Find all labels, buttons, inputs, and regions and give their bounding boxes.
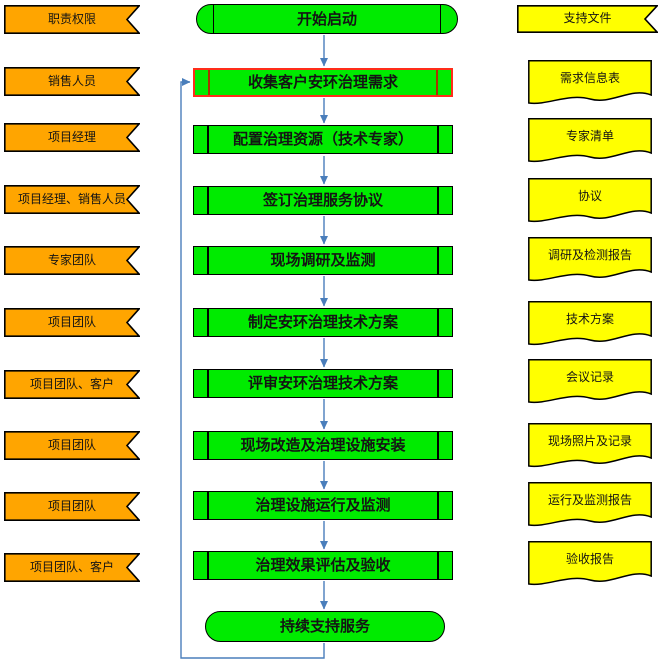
document-label: 验收报告 bbox=[565, 552, 614, 567]
banner-shape bbox=[4, 5, 140, 34]
document-outline bbox=[528, 423, 652, 468]
step-label: 治理效果评估及验收 bbox=[255, 556, 391, 575]
step-label: 签订治理服务协议 bbox=[262, 191, 383, 210]
end-node: 持续支持服务 bbox=[205, 611, 445, 642]
document-outline bbox=[528, 237, 652, 282]
step-label: 现场调研及监测 bbox=[270, 251, 376, 270]
process-step: 现场改造及治理设施安装 bbox=[193, 431, 453, 460]
document-shape: 会议记录 bbox=[528, 359, 652, 405]
document-shape: 调研及检测报告 bbox=[528, 237, 652, 283]
process-step: 治理效果评估及验收 bbox=[193, 551, 453, 580]
banner-shape bbox=[4, 308, 140, 337]
document-outline bbox=[528, 541, 652, 586]
role-banner: 专家团队 bbox=[4, 246, 140, 275]
document-outline bbox=[528, 359, 652, 404]
role-banner: 项目经理 bbox=[4, 123, 140, 152]
role-label: 项目经理 bbox=[47, 129, 96, 144]
step-label: 现场改造及治理设施安装 bbox=[240, 436, 406, 455]
document-shape: 运行及监测报告 bbox=[528, 482, 652, 528]
role-banner: 销售人员 bbox=[4, 67, 140, 96]
process-step: 签订治理服务协议 bbox=[193, 186, 453, 215]
role-banner: 项目团队、客户 bbox=[4, 553, 140, 582]
role-label: 项目团队 bbox=[47, 498, 96, 513]
document-label: 协议 bbox=[577, 189, 602, 204]
banner-shape bbox=[4, 185, 140, 214]
process-step: 治理设施运行及监测 bbox=[193, 491, 453, 520]
role-label: 销售人员 bbox=[47, 73, 96, 88]
step-label: 治理设施运行及监测 bbox=[255, 496, 391, 515]
document-outline bbox=[528, 301, 652, 346]
document-shape: 协议 bbox=[528, 178, 652, 224]
document-outline bbox=[528, 118, 652, 163]
banner-shape bbox=[4, 492, 140, 521]
start-label: 开始启动 bbox=[296, 9, 357, 28]
step-label: 收集客户安环治理需求 bbox=[247, 73, 398, 92]
banner-shape bbox=[4, 246, 140, 275]
document-outline bbox=[528, 482, 652, 527]
banner-shape bbox=[517, 5, 658, 33]
role-banner: 项目团队 bbox=[4, 492, 140, 521]
document-label: 技术方案 bbox=[565, 312, 614, 327]
banner-shape bbox=[4, 370, 140, 399]
document-shape: 需求信息表 bbox=[528, 60, 652, 106]
role-banner: 项目团队、客户 bbox=[4, 370, 140, 399]
document-shape: 验收报告 bbox=[528, 541, 652, 587]
role-label: 专家团队 bbox=[47, 252, 96, 267]
document-header-label: 支持文件 bbox=[563, 11, 612, 26]
process-step: 现场调研及监测 bbox=[193, 246, 453, 275]
document-shape: 专家清单 bbox=[528, 118, 652, 164]
banner-shape bbox=[4, 67, 140, 96]
banner-shape bbox=[4, 431, 140, 460]
document-label: 需求信息表 bbox=[559, 71, 620, 86]
document-shape: 技术方案 bbox=[528, 301, 652, 347]
step-label: 配置治理资源（技术专家） bbox=[232, 130, 413, 149]
role-label: 项目团队 bbox=[47, 314, 96, 329]
banner-shape bbox=[4, 123, 140, 152]
role-header-banner: 职责权限 bbox=[4, 5, 140, 34]
document-label: 专家清单 bbox=[565, 129, 614, 144]
role-header-label: 职责权限 bbox=[47, 11, 96, 26]
step-label: 制定安环治理技术方案 bbox=[247, 313, 398, 332]
role-label: 项目团队、客户 bbox=[29, 376, 114, 391]
process-step: 评审安环治理技术方案 bbox=[193, 369, 453, 398]
document-label: 会议记录 bbox=[565, 370, 614, 385]
role-label: 项目团队、客户 bbox=[29, 559, 114, 574]
role-label: 项目经理、销售人员 bbox=[17, 191, 126, 206]
role-banner: 项目经理、销售人员 bbox=[4, 185, 140, 214]
process-step: 配置治理资源（技术专家） bbox=[193, 125, 453, 154]
document-label: 运行及监测报告 bbox=[547, 493, 632, 508]
banner-shape bbox=[4, 553, 140, 582]
role-banner: 项目团队 bbox=[4, 308, 140, 337]
document-label: 现场照片及记录 bbox=[547, 434, 632, 449]
role-banner: 项目团队 bbox=[4, 431, 140, 460]
document-outline bbox=[528, 178, 652, 223]
document-outline bbox=[528, 60, 652, 105]
step-label: 评审安环治理技术方案 bbox=[247, 374, 398, 393]
document-shape: 现场照片及记录 bbox=[528, 423, 652, 469]
document-label: 调研及检测报告 bbox=[547, 248, 632, 263]
end-label: 持续支持服务 bbox=[279, 617, 370, 636]
process-step-highlighted: 收集客户安环治理需求 bbox=[193, 68, 453, 97]
start-node: 开始启动 bbox=[196, 4, 458, 34]
document-header-banner: 支持文件 bbox=[517, 5, 658, 33]
role-label: 项目团队 bbox=[47, 437, 96, 452]
process-step: 制定安环治理技术方案 bbox=[193, 308, 453, 337]
